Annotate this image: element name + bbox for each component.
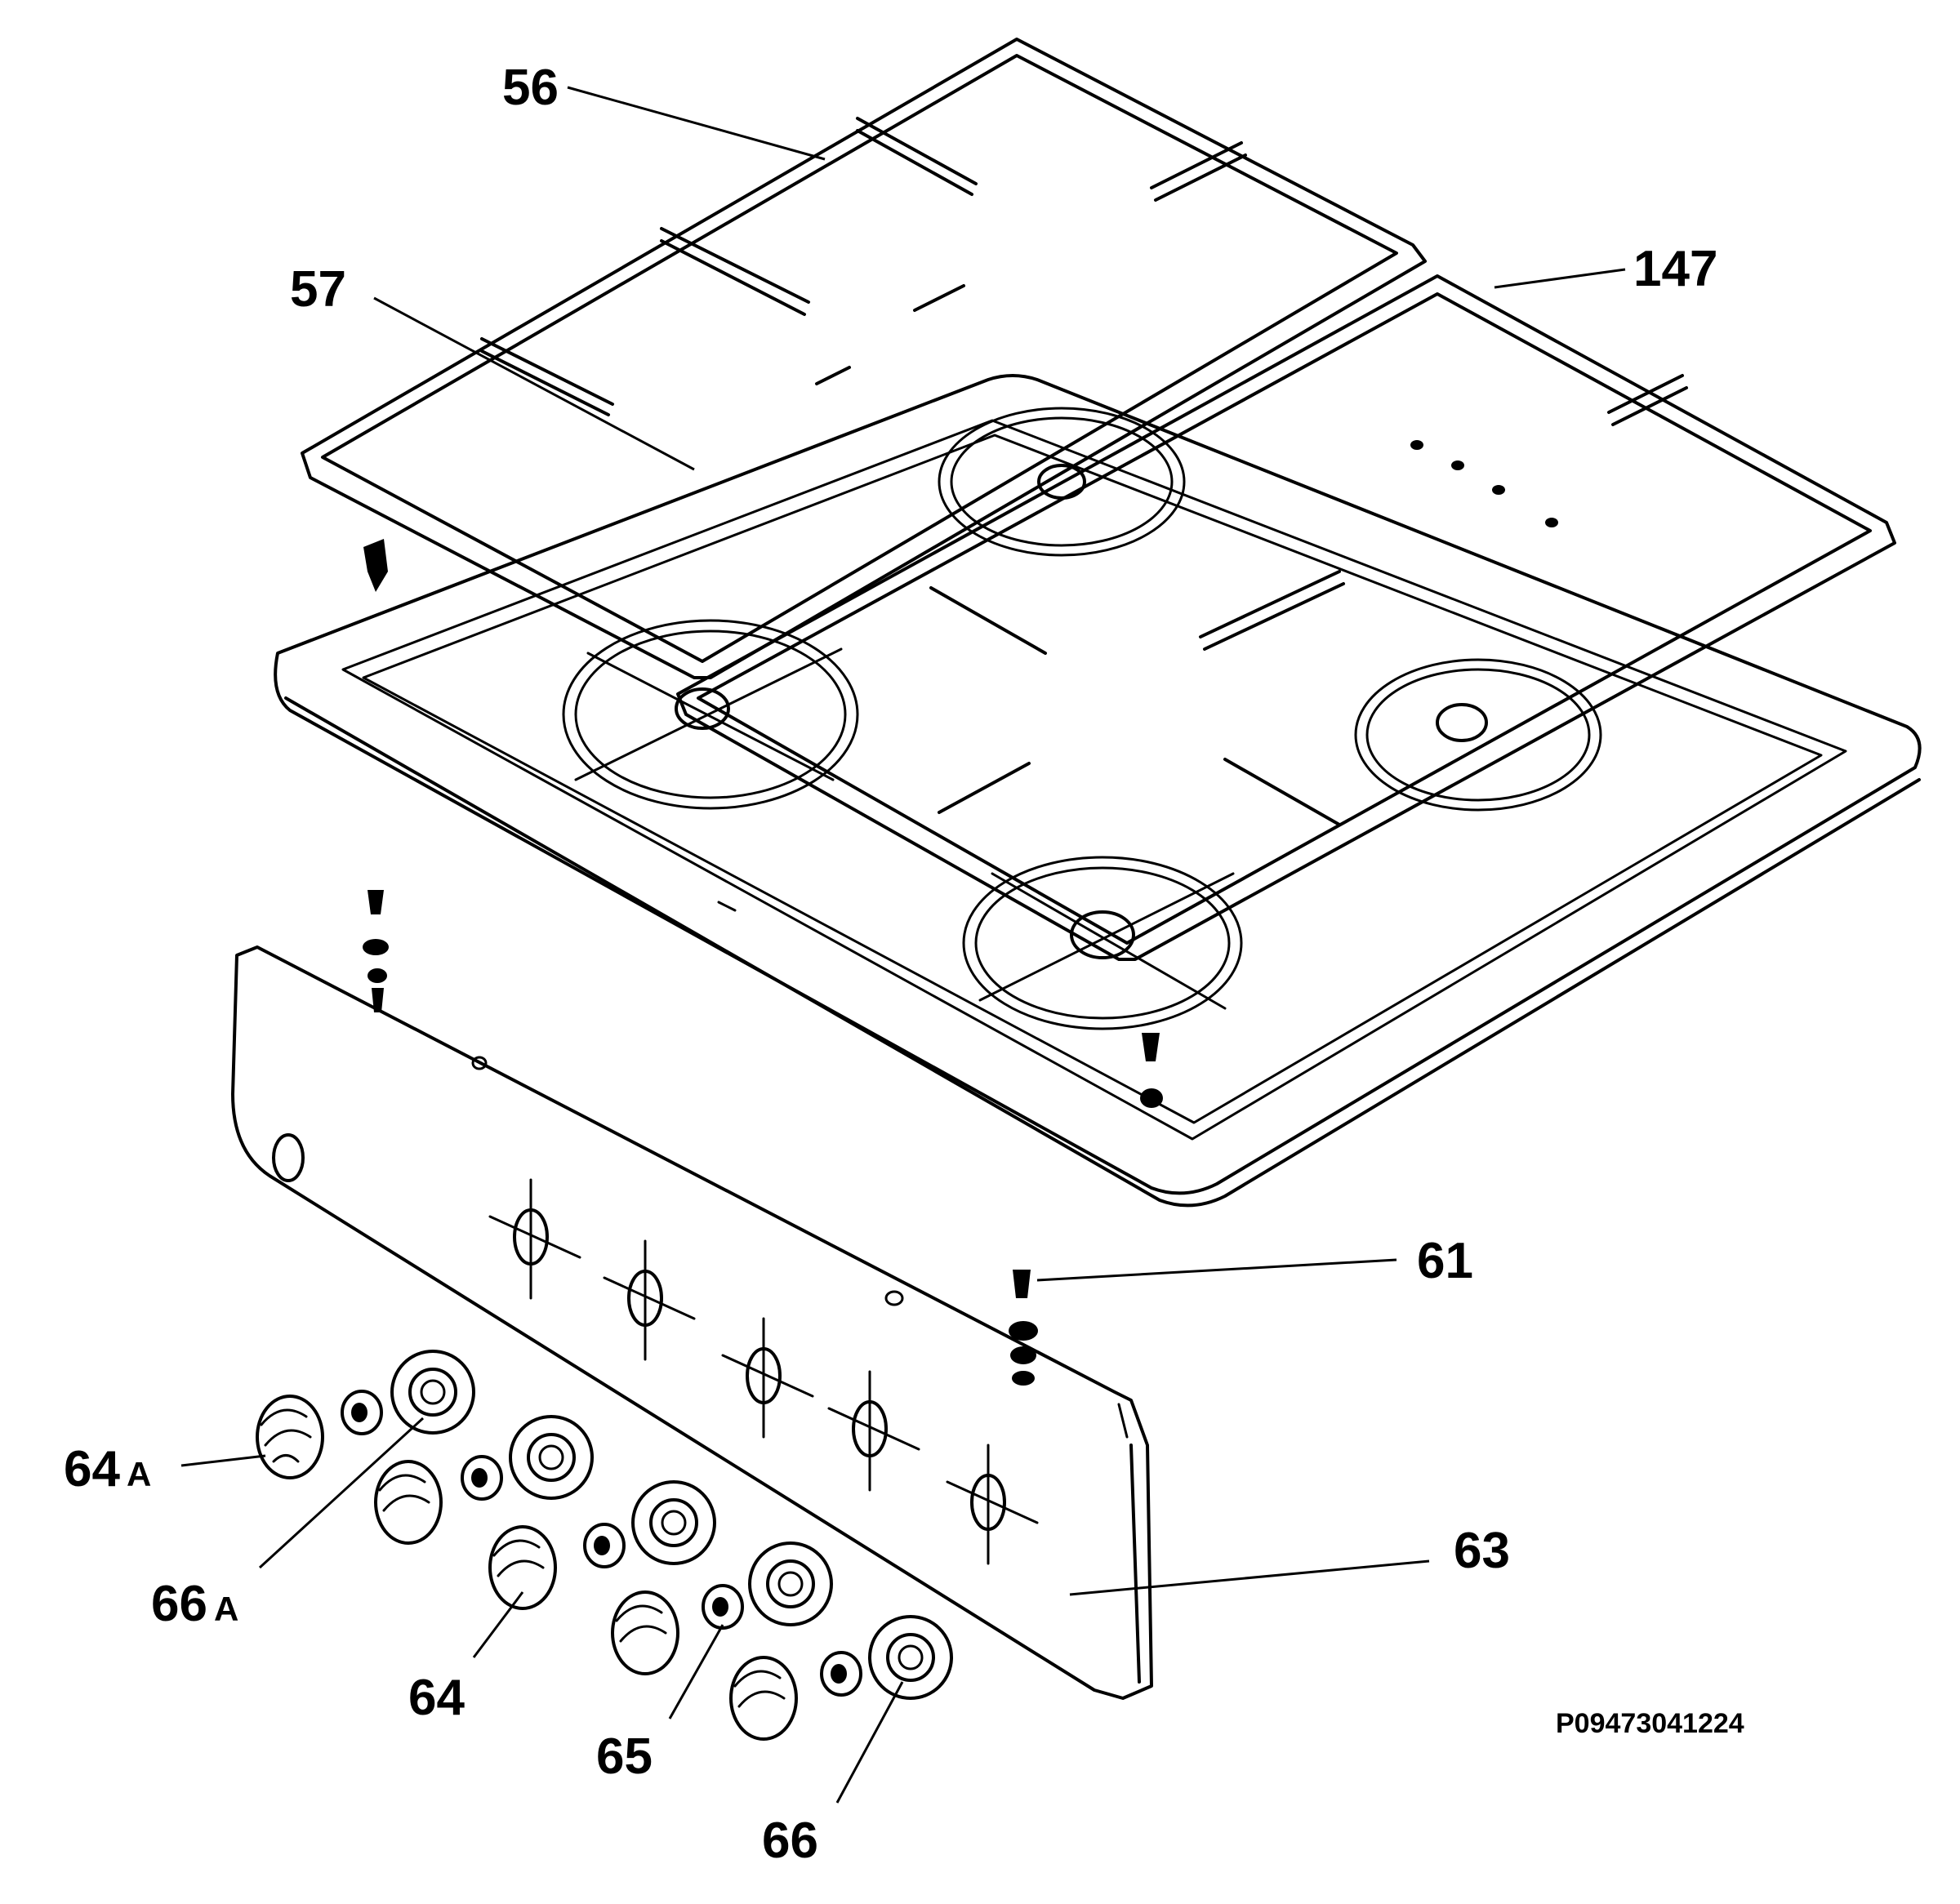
callout-65: 65 bbox=[596, 1728, 653, 1785]
control-knob-5 bbox=[729, 1656, 798, 1741]
knob-spring-65 bbox=[702, 1584, 744, 1630]
burner-front-center bbox=[962, 856, 1243, 1030]
knob-bezel-4 bbox=[748, 1541, 833, 1626]
knob-bezel-66a bbox=[390, 1350, 475, 1435]
leader-66a bbox=[258, 1417, 425, 1569]
control-panel-63 bbox=[231, 890, 1153, 1700]
callout-57: 57 bbox=[290, 261, 346, 318]
reference-code: P09473041224 bbox=[1556, 1708, 1744, 1739]
leader-147 bbox=[1494, 268, 1626, 289]
burner-right bbox=[1354, 658, 1602, 812]
knob-spring-1 bbox=[341, 1390, 383, 1435]
burner-front-left bbox=[562, 619, 859, 810]
callout-63: 63 bbox=[1454, 1523, 1510, 1579]
pan-support-147 bbox=[676, 274, 1896, 961]
knob-bezel-3 bbox=[631, 1480, 716, 1565]
leader-65 bbox=[668, 1624, 724, 1719]
callout-147: 147 bbox=[1633, 241, 1717, 297]
control-knob-64a bbox=[256, 1395, 324, 1479]
panel-control-hole-3 bbox=[721, 1317, 814, 1439]
callout-66a-suffix: A bbox=[214, 1590, 238, 1628]
panel-control-hole-1 bbox=[488, 1178, 581, 1300]
knob-spring-3 bbox=[583, 1523, 626, 1568]
callout-64a: 64 A bbox=[64, 1441, 151, 1497]
leader-61 bbox=[1036, 1258, 1397, 1282]
callout-61: 61 bbox=[1417, 1233, 1473, 1289]
panel-control-hole-5 bbox=[946, 1444, 1039, 1565]
panel-control-hole-2 bbox=[603, 1239, 696, 1361]
panel-fixing-screw-61 bbox=[1009, 1270, 1038, 1386]
callout-64a-suffix: A bbox=[127, 1455, 151, 1493]
panel-fixing-screw-left bbox=[363, 890, 389, 1012]
callout-66a-number: 66 bbox=[151, 1576, 207, 1632]
leader-64 bbox=[472, 1591, 524, 1658]
leader-lines bbox=[180, 86, 1626, 1804]
callout-66a: 66 A bbox=[151, 1576, 238, 1632]
hob-fixing-screw bbox=[1140, 1033, 1163, 1108]
panel-control-hole-4 bbox=[827, 1370, 920, 1492]
knob-spring-2 bbox=[461, 1455, 503, 1501]
callout-64a-number: 64 bbox=[64, 1441, 120, 1497]
knob-bezel-2 bbox=[509, 1415, 594, 1500]
callout-56: 56 bbox=[502, 60, 559, 116]
pan-support-56 bbox=[301, 38, 1427, 679]
leader-56 bbox=[567, 86, 826, 161]
control-knob-4 bbox=[611, 1590, 679, 1675]
callout-64: 64 bbox=[408, 1670, 465, 1726]
leader-63 bbox=[1069, 1559, 1430, 1596]
leader-57 bbox=[373, 296, 695, 471]
control-knob-2 bbox=[374, 1460, 443, 1545]
leader-64a bbox=[180, 1454, 266, 1467]
hob-top-plate bbox=[274, 374, 1922, 1208]
callout-66: 66 bbox=[762, 1813, 818, 1869]
knob-bezel-66 bbox=[868, 1615, 953, 1700]
control-knob-64 bbox=[488, 1525, 557, 1610]
knob-spring-5 bbox=[820, 1651, 862, 1697]
leader-66 bbox=[835, 1681, 904, 1804]
